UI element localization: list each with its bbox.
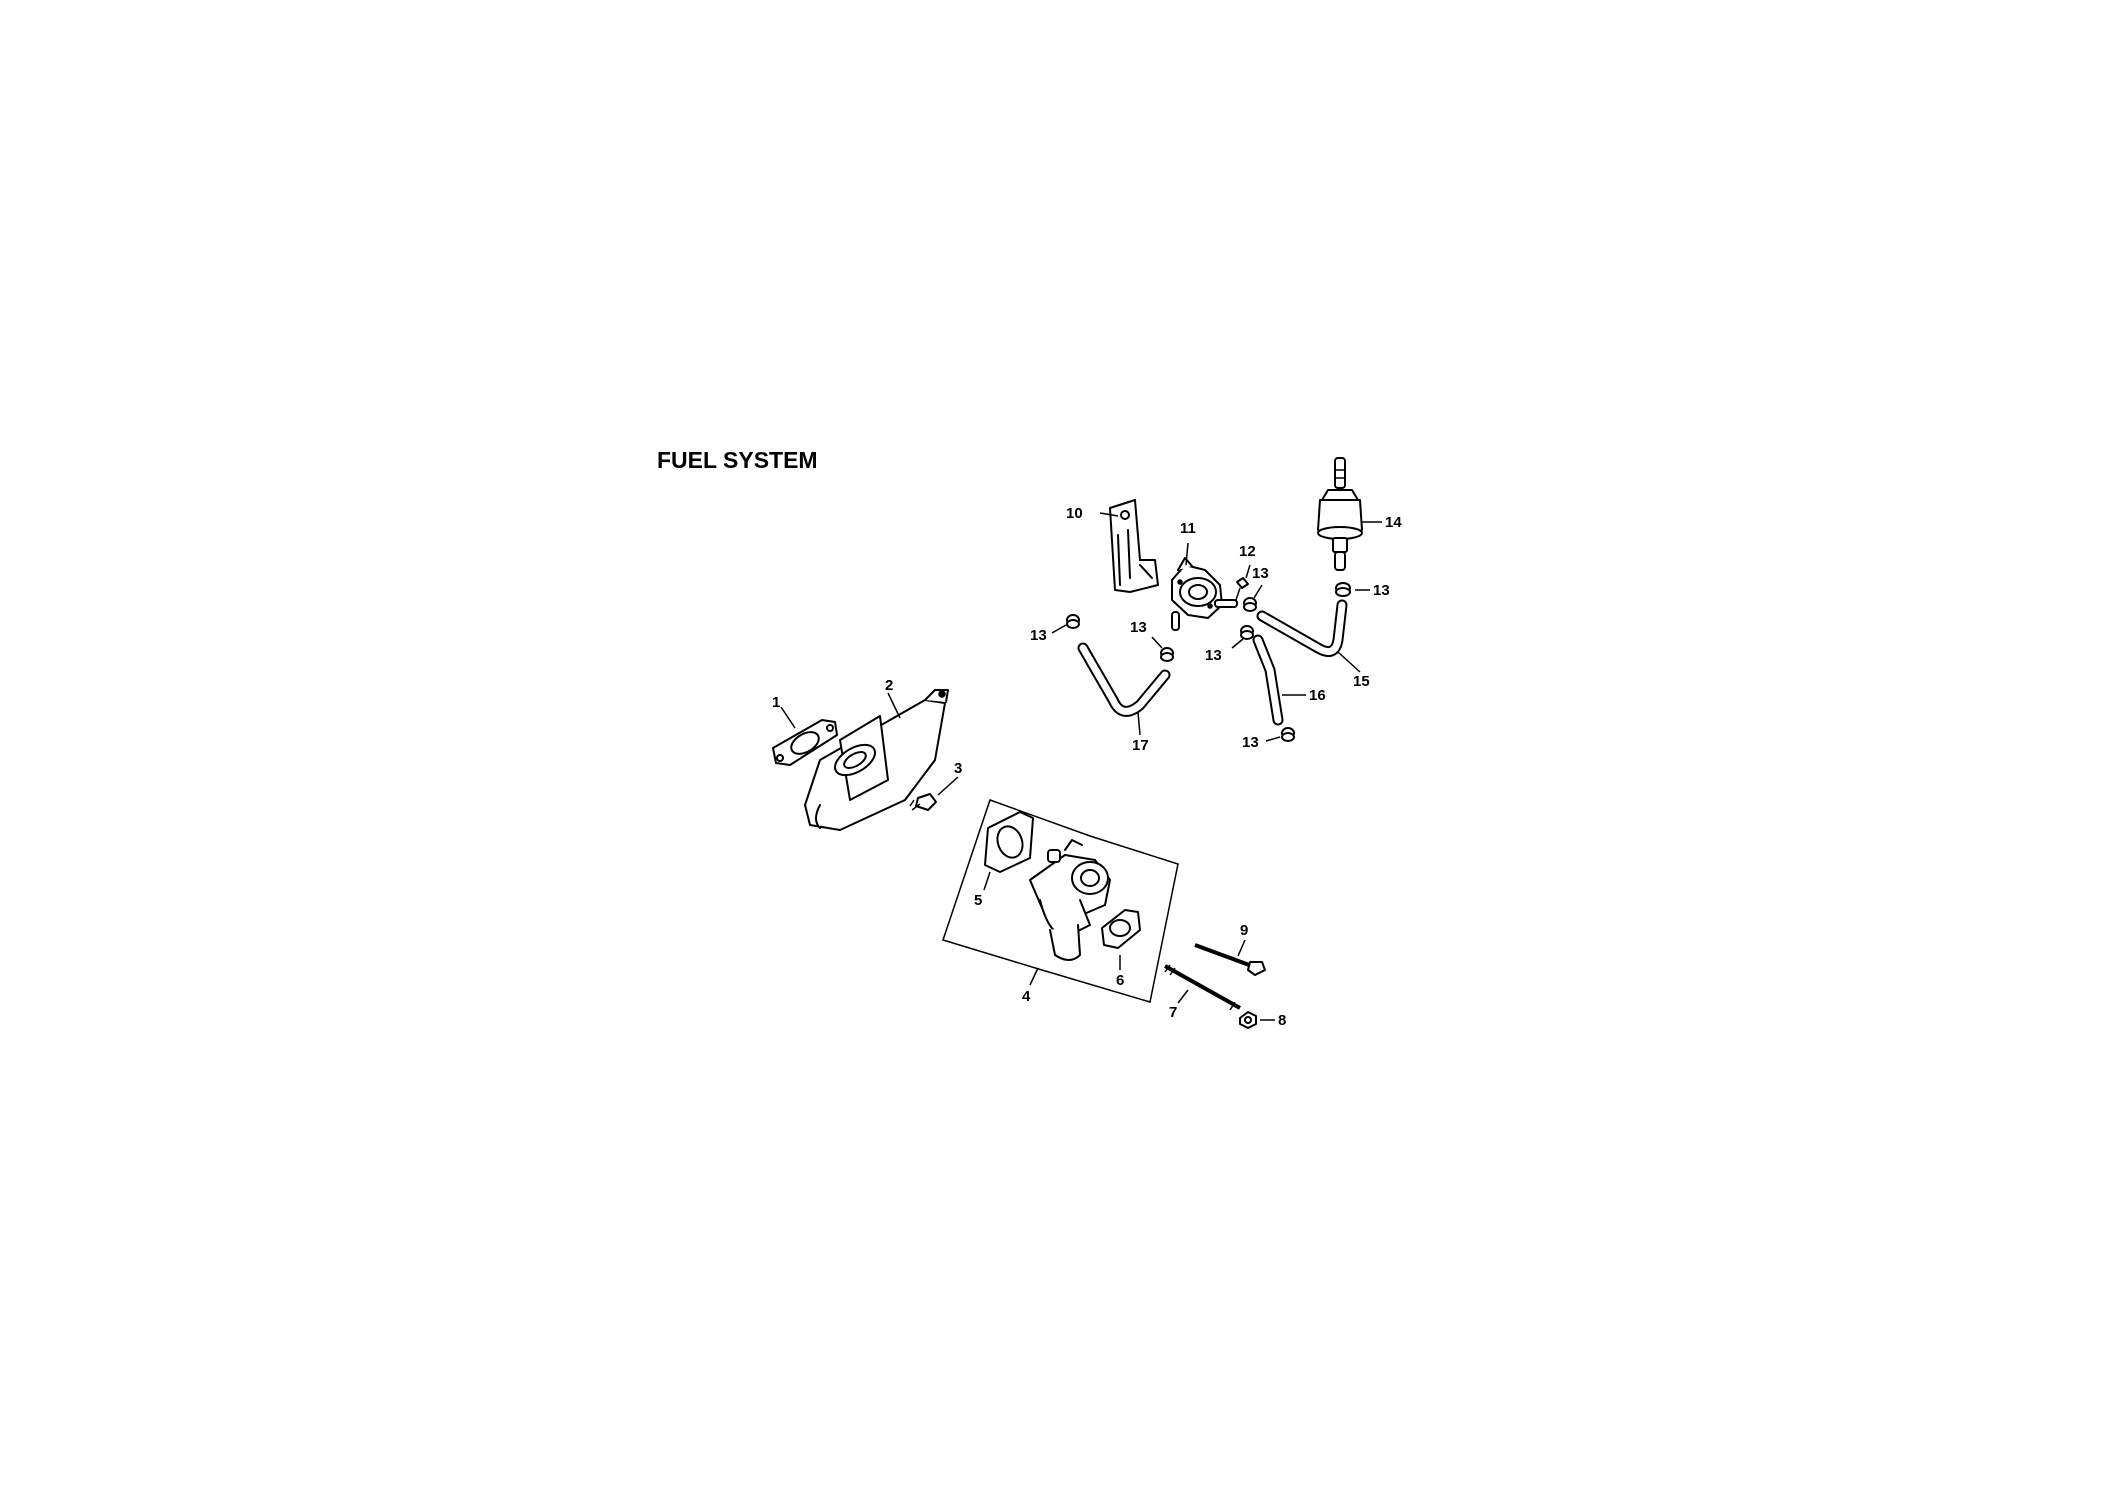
intake-adapter-plate [804, 689, 949, 831]
fuel-hose [1077, 642, 1171, 717]
screw [1235, 577, 1249, 601]
callout-15: 15 [1353, 673, 1370, 690]
page-title: FUEL SYSTEM [657, 447, 818, 473]
hose-clamp [1066, 614, 1080, 629]
fuel-hose [1252, 634, 1284, 726]
hex-nut [1239, 1011, 1257, 1029]
callout-7: 7 [1169, 1004, 1177, 1021]
callout-6: 6 [1116, 972, 1124, 989]
pump-bracket [1109, 499, 1159, 593]
hose-clamp [1335, 582, 1351, 597]
bolt [909, 793, 937, 811]
callout-5: 5 [974, 892, 982, 909]
callout-10: 10 [1066, 505, 1083, 522]
carburetor-assembly-frame [942, 799, 1179, 1003]
callout-9: 9 [1240, 922, 1248, 939]
mounting-bolt [1194, 943, 1266, 976]
callout-3: 3 [954, 760, 962, 777]
callout-17: 17 [1132, 737, 1149, 754]
callout-13-filter: 13 [1373, 582, 1390, 599]
hose-clamp [1281, 727, 1295, 742]
callout-2: 2 [885, 677, 893, 694]
hose-clamp [1243, 597, 1257, 612]
callout-4: 4 [1022, 988, 1031, 1005]
fuel-pump [1171, 557, 1238, 631]
carburetor [1029, 839, 1111, 961]
callout-14: 14 [1385, 514, 1402, 531]
carburetor-flange-gasket [1101, 909, 1141, 949]
hose-clamp [1160, 647, 1174, 662]
mounting-stud [1164, 964, 1241, 1011]
hose-clamp [1240, 625, 1254, 640]
callout-13-outlet: 13 [1205, 647, 1222, 664]
fuel-hose [1256, 599, 1348, 658]
callout-13-bottom: 13 [1242, 734, 1259, 751]
callout-8: 8 [1278, 1012, 1286, 1029]
carburetor-gasket [984, 811, 1034, 873]
callout-11: 11 [1180, 520, 1196, 537]
callout-13-pump: 13 [1252, 565, 1269, 582]
callout-16: 16 [1309, 687, 1326, 704]
callout-1: 1 [772, 694, 780, 711]
callout-13-left: 13 [1030, 627, 1047, 644]
callout-12: 12 [1239, 543, 1256, 560]
intake-gasket [772, 719, 838, 766]
fuel-filter [1317, 457, 1363, 571]
callout-13-center: 13 [1130, 619, 1147, 636]
